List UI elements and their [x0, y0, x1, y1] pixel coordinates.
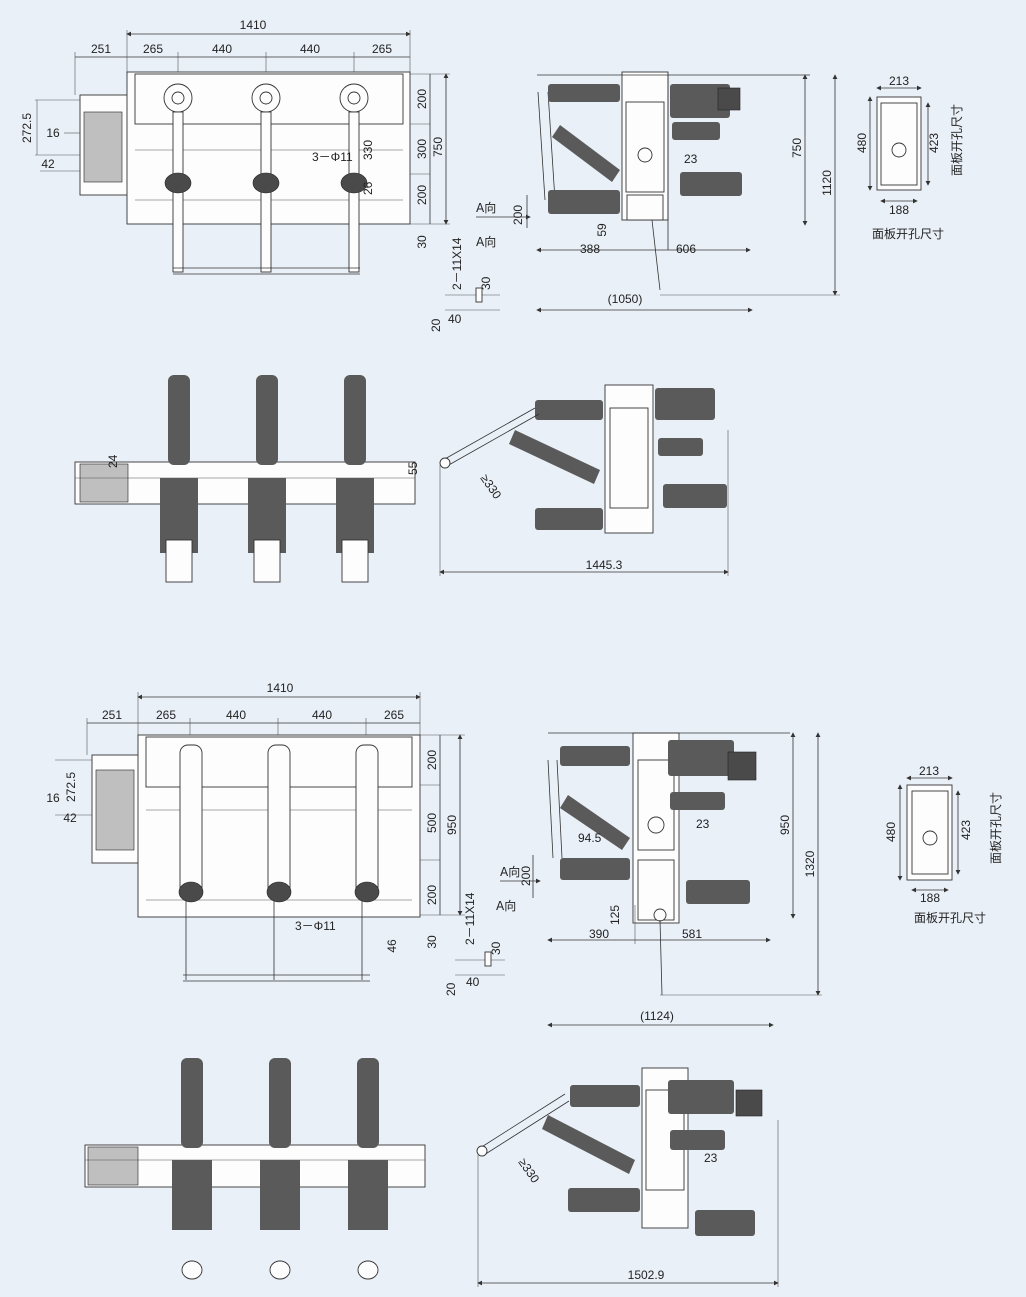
dim-251: 251: [91, 42, 111, 56]
panel-213-lower: 213: [919, 764, 939, 778]
dim-265b-lower: 265: [384, 708, 404, 722]
a-direction-2: A向: [476, 234, 496, 249]
front-view-lower: 1410 251 265 440 440 265 272.5 16 42: [46, 681, 505, 996]
slot-20-lower: 20: [444, 982, 458, 996]
panel-caption: 面板开孔尺寸: [872, 227, 944, 241]
dim-606: 606: [676, 242, 696, 256]
front-view-bottom: [84, 1058, 426, 1280]
dim-94-5: 94.5: [578, 831, 602, 845]
insulator-column-2: [248, 375, 286, 583]
dim-16-lower: 16: [46, 791, 60, 805]
dim-200-side-lower: 200: [519, 866, 533, 886]
dim-750: 750: [431, 137, 445, 157]
dim-388: 388: [580, 242, 600, 256]
dim-1502-9: 1502.9: [628, 1268, 665, 1282]
dim-30: 30: [415, 235, 429, 249]
hole-label-lower: 3－Φ11: [295, 919, 336, 933]
slot-30: 30: [479, 276, 493, 290]
dim-265a: 265: [143, 42, 163, 56]
dim-30-lower: 30: [425, 935, 439, 949]
dim-950: 950: [445, 815, 459, 835]
slot-40: 40: [448, 312, 462, 326]
panel-188: 188: [889, 203, 909, 217]
dim-1410-lower: 1410: [267, 681, 294, 695]
dim-23-lower: 23: [696, 817, 710, 831]
dim-330-small: 330: [361, 140, 375, 160]
panel-213: 213: [889, 74, 909, 88]
dim-24: 24: [106, 454, 120, 468]
dim-59: 59: [595, 223, 609, 237]
a-direction-4: A向: [496, 898, 516, 913]
dim-330: ≥330: [478, 472, 505, 502]
insulator-column-3: [336, 375, 374, 583]
front-view-middle: 24 55: [74, 375, 420, 583]
dim-390: 390: [589, 927, 609, 941]
dim-440a-lower: 440: [226, 708, 246, 722]
dim-950-side: 950: [778, 815, 792, 835]
side-view-middle: 1445.3 ≥330: [439, 384, 729, 576]
dim-200-side: 200: [511, 205, 525, 225]
panel-cutout-top: 213 480 423 188 面板开孔尺寸 面板开孔尺寸: [855, 74, 964, 241]
dim-251-lower: 251: [102, 708, 122, 722]
dim-440b: 440: [300, 42, 320, 56]
dim-23-bottom: 23: [704, 1151, 718, 1165]
dim-55: 55: [406, 461, 420, 475]
dim-200b: 200: [415, 185, 429, 205]
dim-272-5-lower: 272.5: [64, 772, 78, 802]
dim-1124: (1124): [640, 1009, 674, 1023]
slot-label-lower: 2－11X14: [463, 892, 477, 945]
dim-581: 581: [682, 927, 702, 941]
dim-1320: 1320: [803, 850, 817, 877]
dim-272-5: 272.5: [20, 113, 34, 143]
panel-423: 423: [927, 133, 941, 153]
dim-265b: 265: [372, 42, 392, 56]
dim-1120: 1120: [820, 170, 834, 196]
a-direction-1: A向: [476, 200, 496, 215]
panel-188-lower: 188: [920, 891, 940, 905]
dim-330-bottom: ≥330: [516, 1156, 543, 1186]
dim-265a-lower: 265: [156, 708, 176, 722]
panel-caption-vertical-lower: 面板开孔尺寸: [989, 792, 1003, 864]
a-direction-3: A向: [500, 864, 520, 879]
dim-1445-3: 1445.3: [586, 558, 623, 572]
phase-assembly-top: [163, 83, 369, 275]
dim-42: 42: [41, 157, 55, 171]
dim-1410: 1410: [240, 18, 267, 32]
slot-40-lower: 40: [466, 975, 480, 989]
dim-750-side: 750: [790, 138, 804, 158]
dim-440b-lower: 440: [312, 708, 332, 722]
dim-1050: (1050): [608, 292, 643, 306]
dim-200a-lower: 200: [425, 750, 439, 770]
dim-440a: 440: [212, 42, 232, 56]
dim-46: 46: [385, 939, 399, 953]
hole-label: 3－Φ11: [312, 150, 353, 164]
side-view-top: 388 606 (1050) 750 1120 200 59 23 A向 A向: [476, 71, 840, 313]
insulator-column-1: [160, 375, 198, 583]
front-view-top: 1410 251 265 440 440 265 272.5 16 42: [20, 18, 500, 332]
slot-label: 2－11X14: [450, 237, 464, 290]
panel-caption-lower: 面板开孔尺寸: [914, 911, 986, 925]
phase-assembly-lower: [178, 744, 380, 982]
dim-500: 500: [425, 813, 439, 833]
dim-200b-lower: 200: [425, 885, 439, 905]
dim-125: 125: [608, 905, 622, 925]
panel-480: 480: [855, 133, 869, 153]
side-view-bottom: 1502.9 ≥330 23: [476, 1067, 779, 1287]
dim-26: 26: [361, 181, 375, 195]
panel-cutout-lower: 213 480 423 188 面板开孔尺寸 面板开孔尺寸: [884, 764, 1003, 925]
panel-480-lower: 480: [884, 822, 898, 842]
dim-23: 23: [684, 152, 698, 166]
panel-caption-vertical: 面板开孔尺寸: [950, 104, 964, 176]
dim-200a: 200: [415, 89, 429, 109]
slot-30-lower: 30: [489, 941, 503, 955]
dim-300: 300: [415, 139, 429, 159]
slot-20: 20: [429, 318, 443, 332]
dim-16: 16: [46, 126, 60, 140]
panel-423-lower: 423: [959, 820, 973, 840]
dim-42-lower: 42: [63, 811, 77, 825]
side-view-lower: 390 581 (1124) 950 1320 200 94.5 23 125 …: [496, 732, 822, 1028]
